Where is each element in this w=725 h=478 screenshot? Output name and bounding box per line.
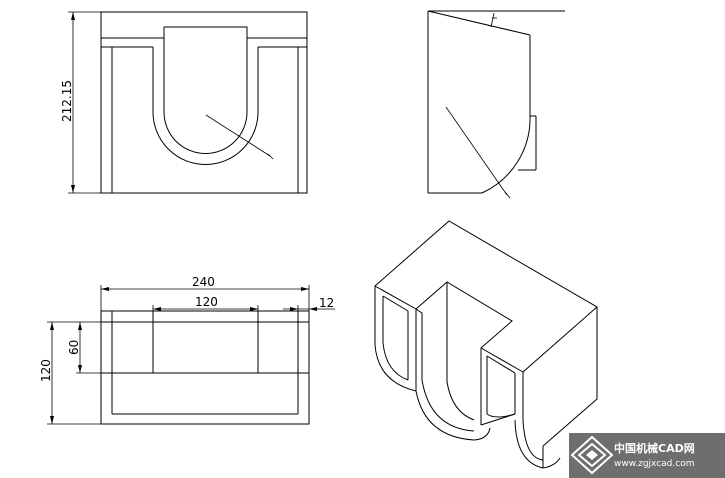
dim-label-212: 212.15	[60, 80, 74, 122]
dim-label-12: 12	[319, 296, 334, 310]
dim-front-height: 212.15	[60, 11, 101, 194]
dim-top-width: 240	[100, 275, 310, 311]
dim-label-120-height: 120	[39, 359, 53, 382]
side-view	[427, 10, 565, 199]
dim-wall: 12	[283, 296, 335, 311]
dim-top-height: 120	[39, 321, 112, 425]
front-view	[100, 11, 308, 194]
watermark: 中国机械CAD网 www.zgjxcad.com	[569, 433, 725, 478]
watermark-logo-icon	[570, 435, 614, 475]
dim-label-240: 240	[192, 275, 215, 289]
dim-slot-width: 120	[152, 295, 259, 311]
watermark-name: 中国机械CAD网	[614, 441, 695, 455]
dim-label-60: 60	[67, 340, 81, 355]
isometric-view	[374, 220, 598, 469]
top-view	[100, 310, 310, 425]
watermark-url: www.zgjxcad.com	[614, 459, 694, 469]
dim-label-120-slot: 120	[195, 295, 218, 309]
dim-slot-depth: 60	[67, 322, 101, 374]
